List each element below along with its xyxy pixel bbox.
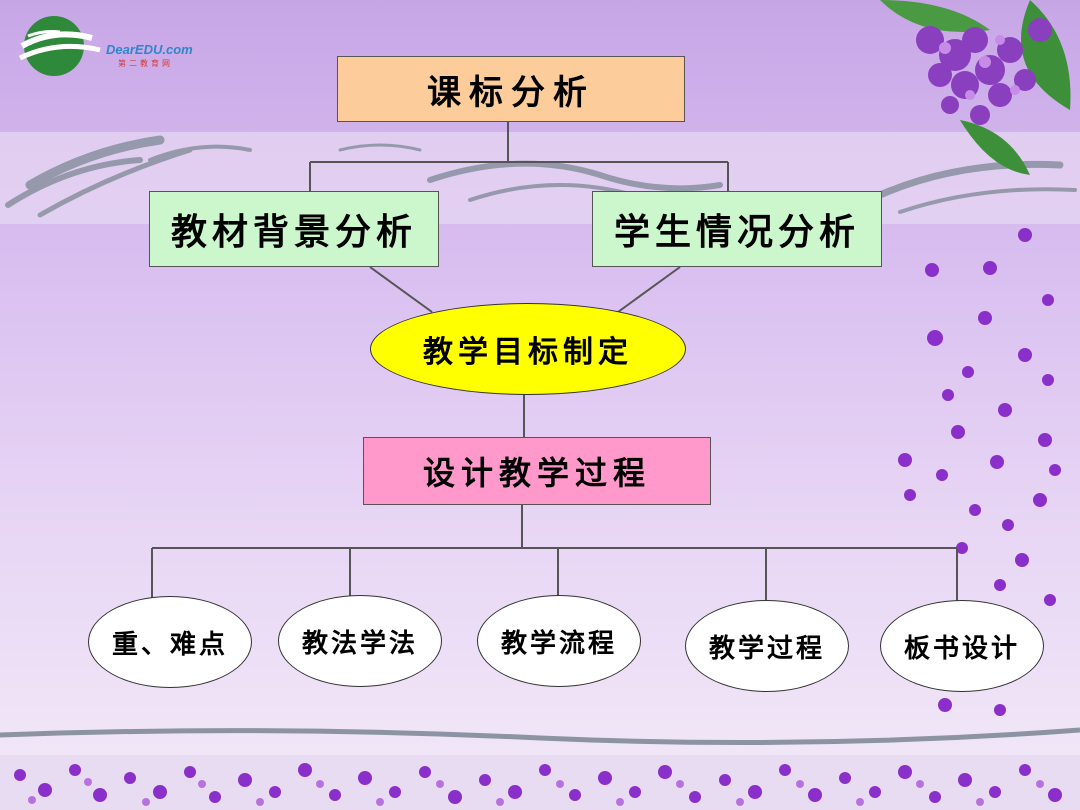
node-curriculum-analysis: 课标分析 <box>337 56 685 122</box>
logo-subtitle-text: 第二教育网 <box>118 59 173 68</box>
node-design-teaching-process: 设计教学过程 <box>363 437 711 505</box>
node-textbook-background-analysis: 教材背景分析 <box>149 191 439 267</box>
lilac-flower-decoration <box>880 0 1071 175</box>
node-teaching-flow: 教学流程 <box>477 595 641 687</box>
logo-brand-text: DearEDU.com <box>106 42 193 57</box>
node-teaching-process: 教学过程 <box>685 600 849 692</box>
dearedu-logo: DearEDU.com 第二教育网 <box>14 10 224 80</box>
node-blackboard-design: 板书设计 <box>880 600 1044 692</box>
node-teaching-learning-methods: 教法学法 <box>278 595 442 687</box>
swoosh-decoration <box>5 135 1077 218</box>
node-student-situation-analysis: 学生情况分析 <box>592 191 882 267</box>
node-teaching-goal-setting: 教学目标制定 <box>370 303 686 395</box>
flower-strip-decoration <box>0 755 1080 810</box>
logo-swirl-icon <box>18 16 101 76</box>
node-key-difficult-points: 重、难点 <box>88 596 252 688</box>
wave-decoration <box>0 727 1080 745</box>
